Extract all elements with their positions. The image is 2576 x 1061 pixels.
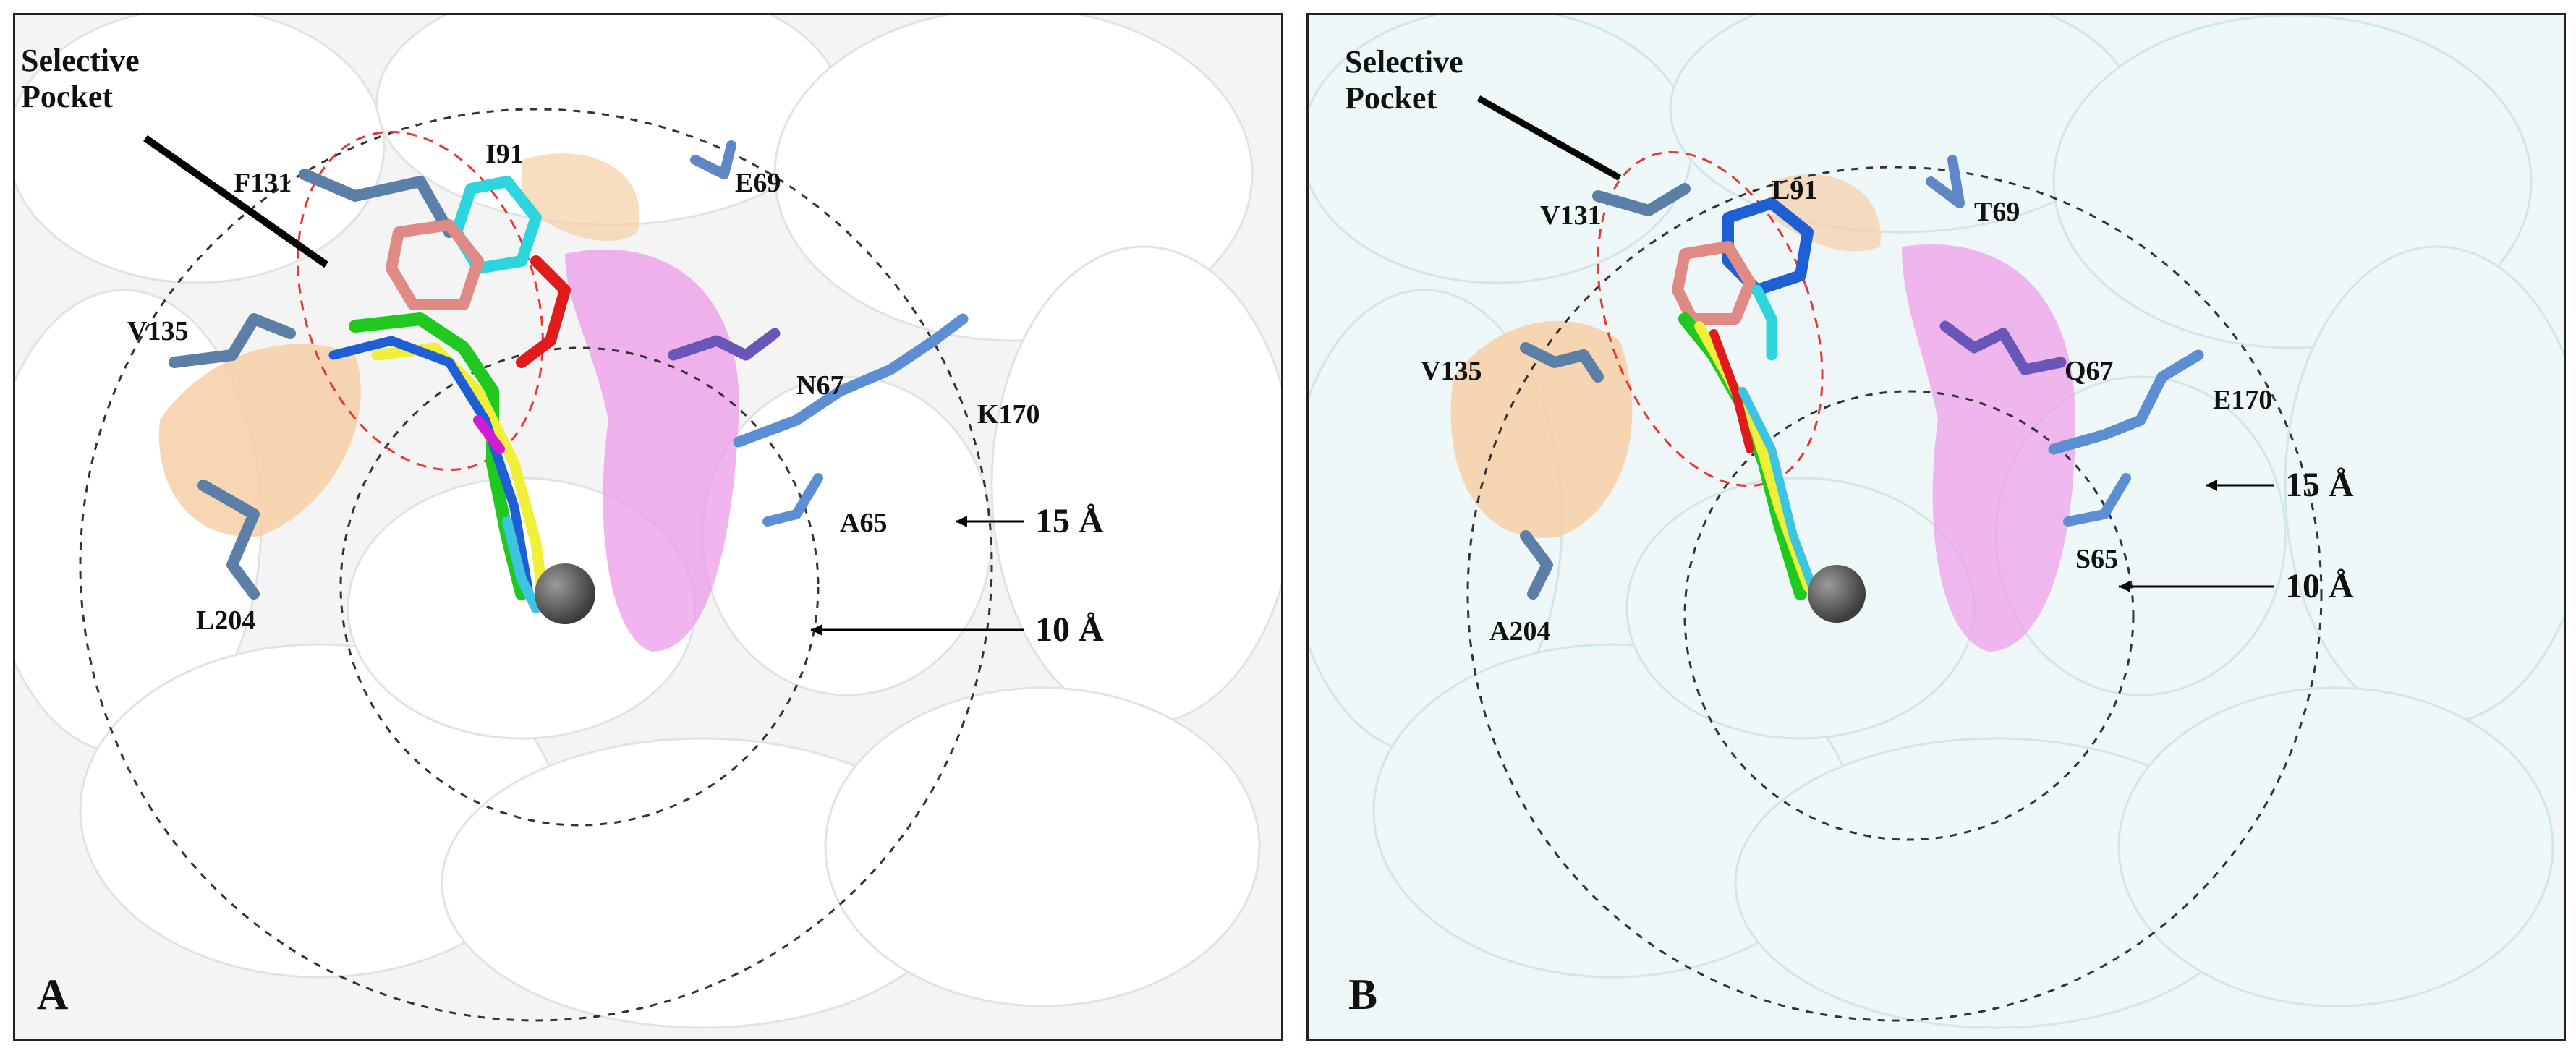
residue-label: I91 bbox=[485, 139, 524, 169]
pocket-title-line1: Selective bbox=[21, 43, 140, 78]
panel-a: Selective Pocket F131 I91 E69 V135 N67 K… bbox=[13, 13, 1283, 1041]
residue-label: A65 bbox=[840, 508, 888, 538]
panel-label: A bbox=[37, 971, 69, 1018]
hydrophobic-patch bbox=[1450, 320, 1633, 538]
residue-label: F131 bbox=[234, 168, 292, 198]
metal-ion bbox=[535, 563, 595, 624]
pink-patch bbox=[1902, 244, 2075, 652]
pocket-pointer bbox=[1476, 95, 1622, 181]
residue-label: E69 bbox=[735, 168, 781, 198]
residue-label: L204 bbox=[196, 605, 256, 636]
residue-sticks bbox=[169, 140, 969, 600]
circle-10-angstrom bbox=[339, 346, 820, 827]
pocket-title-line2: Pocket bbox=[1345, 80, 1437, 116]
pocket-title: Selective Pocket bbox=[1345, 44, 1463, 116]
panel-b: Selective Pocket V131 L91 T69 V135 Q67 E… bbox=[1306, 13, 2566, 1041]
radius-label-15: 15 Å bbox=[2285, 466, 2354, 504]
pocket-title: Selective Pocket bbox=[21, 43, 140, 115]
residue-label: V135 bbox=[127, 316, 189, 346]
protein-surface-b bbox=[1309, 15, 2564, 1029]
residue-sticks bbox=[1520, 155, 2204, 600]
residue-label: S65 bbox=[2075, 544, 2119, 574]
circle-10-angstrom bbox=[1683, 390, 2135, 841]
ligand-bundle bbox=[1672, 197, 1819, 600]
circle-15-angstrom bbox=[79, 108, 993, 1022]
selective-pocket-outline bbox=[297, 130, 544, 472]
hydrophobic-patch-top bbox=[522, 153, 640, 242]
radius-label-10: 10 Å bbox=[1035, 610, 1104, 649]
residue-label: V131 bbox=[1540, 200, 1602, 231]
residue-label: L91 bbox=[1772, 175, 1818, 205]
metal-ion bbox=[1808, 565, 1866, 623]
residue-label: K170 bbox=[977, 399, 1040, 430]
residue-label: V135 bbox=[1421, 356, 1482, 386]
residue-label: N67 bbox=[796, 370, 844, 401]
protein-surface-a bbox=[15, 15, 1281, 1029]
residue-label: Q67 bbox=[2065, 356, 2114, 386]
radius-label-15: 15 Å bbox=[1035, 502, 1104, 540]
pocket-title-line2: Pocket bbox=[21, 79, 114, 114]
residue-label: A204 bbox=[1489, 616, 1551, 647]
residue-label: T69 bbox=[1974, 197, 2020, 227]
panel-label: B bbox=[1348, 971, 1378, 1018]
pocket-title-line1: Selective bbox=[1345, 44, 1463, 80]
residue-label: E170 bbox=[2213, 385, 2273, 415]
circle-15-angstrom bbox=[1466, 166, 2323, 1022]
radius-label-10: 10 Å bbox=[2285, 567, 2354, 605]
ligand-bundle bbox=[328, 176, 571, 613]
pocket-pointer bbox=[143, 135, 328, 268]
